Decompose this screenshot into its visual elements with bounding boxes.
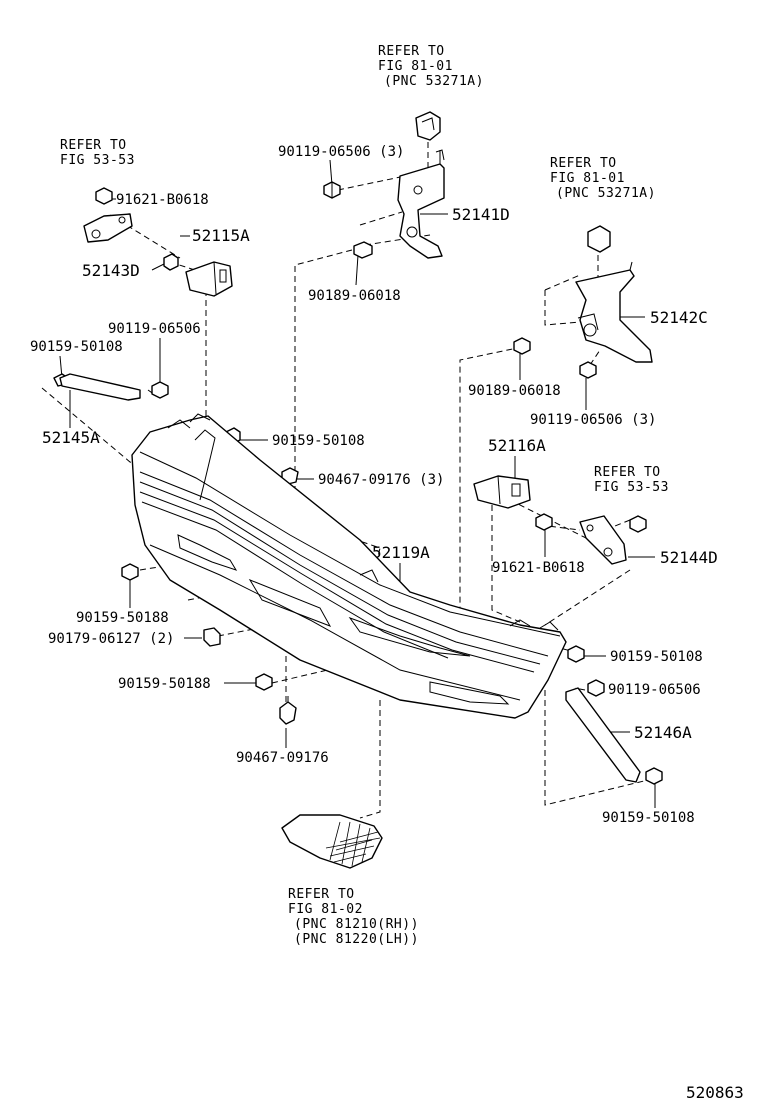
refer-right-line-1: REFER TO <box>550 156 617 171</box>
refer-top: REFER TO FIG 81-01 (PNC 53271A) <box>378 44 484 89</box>
refer-right-line-3: (PNC 53271A) <box>556 186 656 201</box>
refer-top-line-1: REFER TO <box>378 44 445 59</box>
label-52145A: 52145A <box>42 428 100 447</box>
bracket-52142C-icon <box>575 261 653 363</box>
label-90189-06018-right: 90189-06018 <box>468 383 561 399</box>
leader-lines <box>59 159 656 808</box>
bolt-icon <box>567 645 585 663</box>
refer-top-line-3: (PNC 53271A) <box>384 74 484 89</box>
refer-mid-right: REFER TO FIG 53-53 <box>594 465 669 495</box>
label-90159-50188-left: 90159-50188 <box>76 610 169 626</box>
label-90159-50108-right2: 90159-50108 <box>602 810 695 826</box>
label-52146A: 52146A <box>634 723 692 742</box>
corner-lamp-icon <box>281 814 383 869</box>
refer-left-line-2: FIG 53-53 <box>60 153 135 168</box>
label-52141D: 52141D <box>452 205 510 224</box>
bolt-icon <box>323 181 341 199</box>
label-90159-50108-center: 90159-50108 <box>272 433 365 449</box>
bracket-52143D-icon <box>83 213 133 243</box>
stay-52145A-icon <box>59 373 141 401</box>
bolt-icon <box>645 767 663 785</box>
label-91621-B0618-left: 91621-B0618 <box>116 192 209 208</box>
part-labels: 90119-06506 (3) 52141D 90189-06018 91621… <box>30 144 744 1102</box>
label-90159-50108-right1: 90159-50108 <box>610 649 703 665</box>
label-90119-06506-right: 90119-06506 <box>608 682 701 698</box>
label-52115A: 52115A <box>192 226 250 245</box>
refer-mid-right-line-1: REFER TO <box>594 465 661 480</box>
bracket-52141D-icon <box>397 149 445 259</box>
nut-icon <box>203 627 221 647</box>
bolt-icon <box>95 187 113 205</box>
bumper-cover-52119A-icon <box>131 413 567 719</box>
label-90179-06127-2: 90179-06127 (2) <box>48 631 174 647</box>
label-52143D: 52143D <box>82 261 140 280</box>
refer-right-line-2: FIG 81-01 <box>550 171 625 186</box>
label-52119A: 52119A <box>372 543 430 562</box>
stay-52146A-icon <box>565 687 641 783</box>
top-clip-icon <box>415 111 441 141</box>
bolt-icon <box>579 361 597 379</box>
screw-icon <box>535 513 553 531</box>
refer-mid-right-line-2: FIG 53-53 <box>594 480 669 495</box>
label-90119-06506-3-right: 90119-06506 (3) <box>530 412 656 428</box>
refer-bottom-line-3: (PNC 81210(RH)) <box>294 917 419 932</box>
retainer-52115A-icon <box>185 261 233 297</box>
bolt-icon <box>255 673 273 691</box>
label-90159-50188-bottom: 90159-50188 <box>118 676 211 692</box>
label-90467-09176-3: 90467-09176 (3) <box>318 472 444 488</box>
right-clip-icon <box>587 225 611 253</box>
refer-bottom-line-1: REFER TO <box>288 887 355 902</box>
figure-number: 520863 <box>686 1083 744 1102</box>
label-52144D: 52144D <box>660 548 718 567</box>
bolt-icon <box>151 381 169 399</box>
nut-icon <box>513 337 531 355</box>
refer-bottom-line-2: FIG 81-02 <box>288 902 363 917</box>
label-90467-09176: 90467-09176 <box>236 750 329 766</box>
label-90119-06506-3-top: 90119-06506 (3) <box>278 144 404 160</box>
bolt-icon <box>587 679 605 697</box>
bracket-52144D-icon <box>579 515 627 565</box>
refer-bottom-line-4: (PNC 81220(LH)) <box>294 932 419 947</box>
refer-top-line-2: FIG 81-01 <box>378 59 453 74</box>
label-90159-50108-left: 90159-50108 <box>30 339 123 355</box>
bolt-icon <box>121 563 139 581</box>
refer-right: REFER TO FIG 81-01 (PNC 53271A) <box>550 156 656 201</box>
label-90189-06018-top: 90189-06018 <box>308 288 401 304</box>
clip-icon <box>279 696 297 725</box>
refer-bottom: REFER TO FIG 81-02 (PNC 81210(RH)) (PNC … <box>288 887 419 947</box>
label-52116A: 52116A <box>488 436 546 455</box>
bolt-icon <box>629 515 647 533</box>
refer-left-line-1: REFER TO <box>60 138 127 153</box>
screw-icon <box>163 253 179 271</box>
retainer-52116A-icon <box>473 475 531 509</box>
refer-left: REFER TO FIG 53-53 <box>60 138 135 168</box>
label-90119-06506-left: 90119-06506 <box>108 321 201 337</box>
nut-icon <box>353 241 373 259</box>
label-91621-B0618-right: 91621-B0618 <box>492 560 585 576</box>
label-52142C: 52142C <box>650 308 708 327</box>
